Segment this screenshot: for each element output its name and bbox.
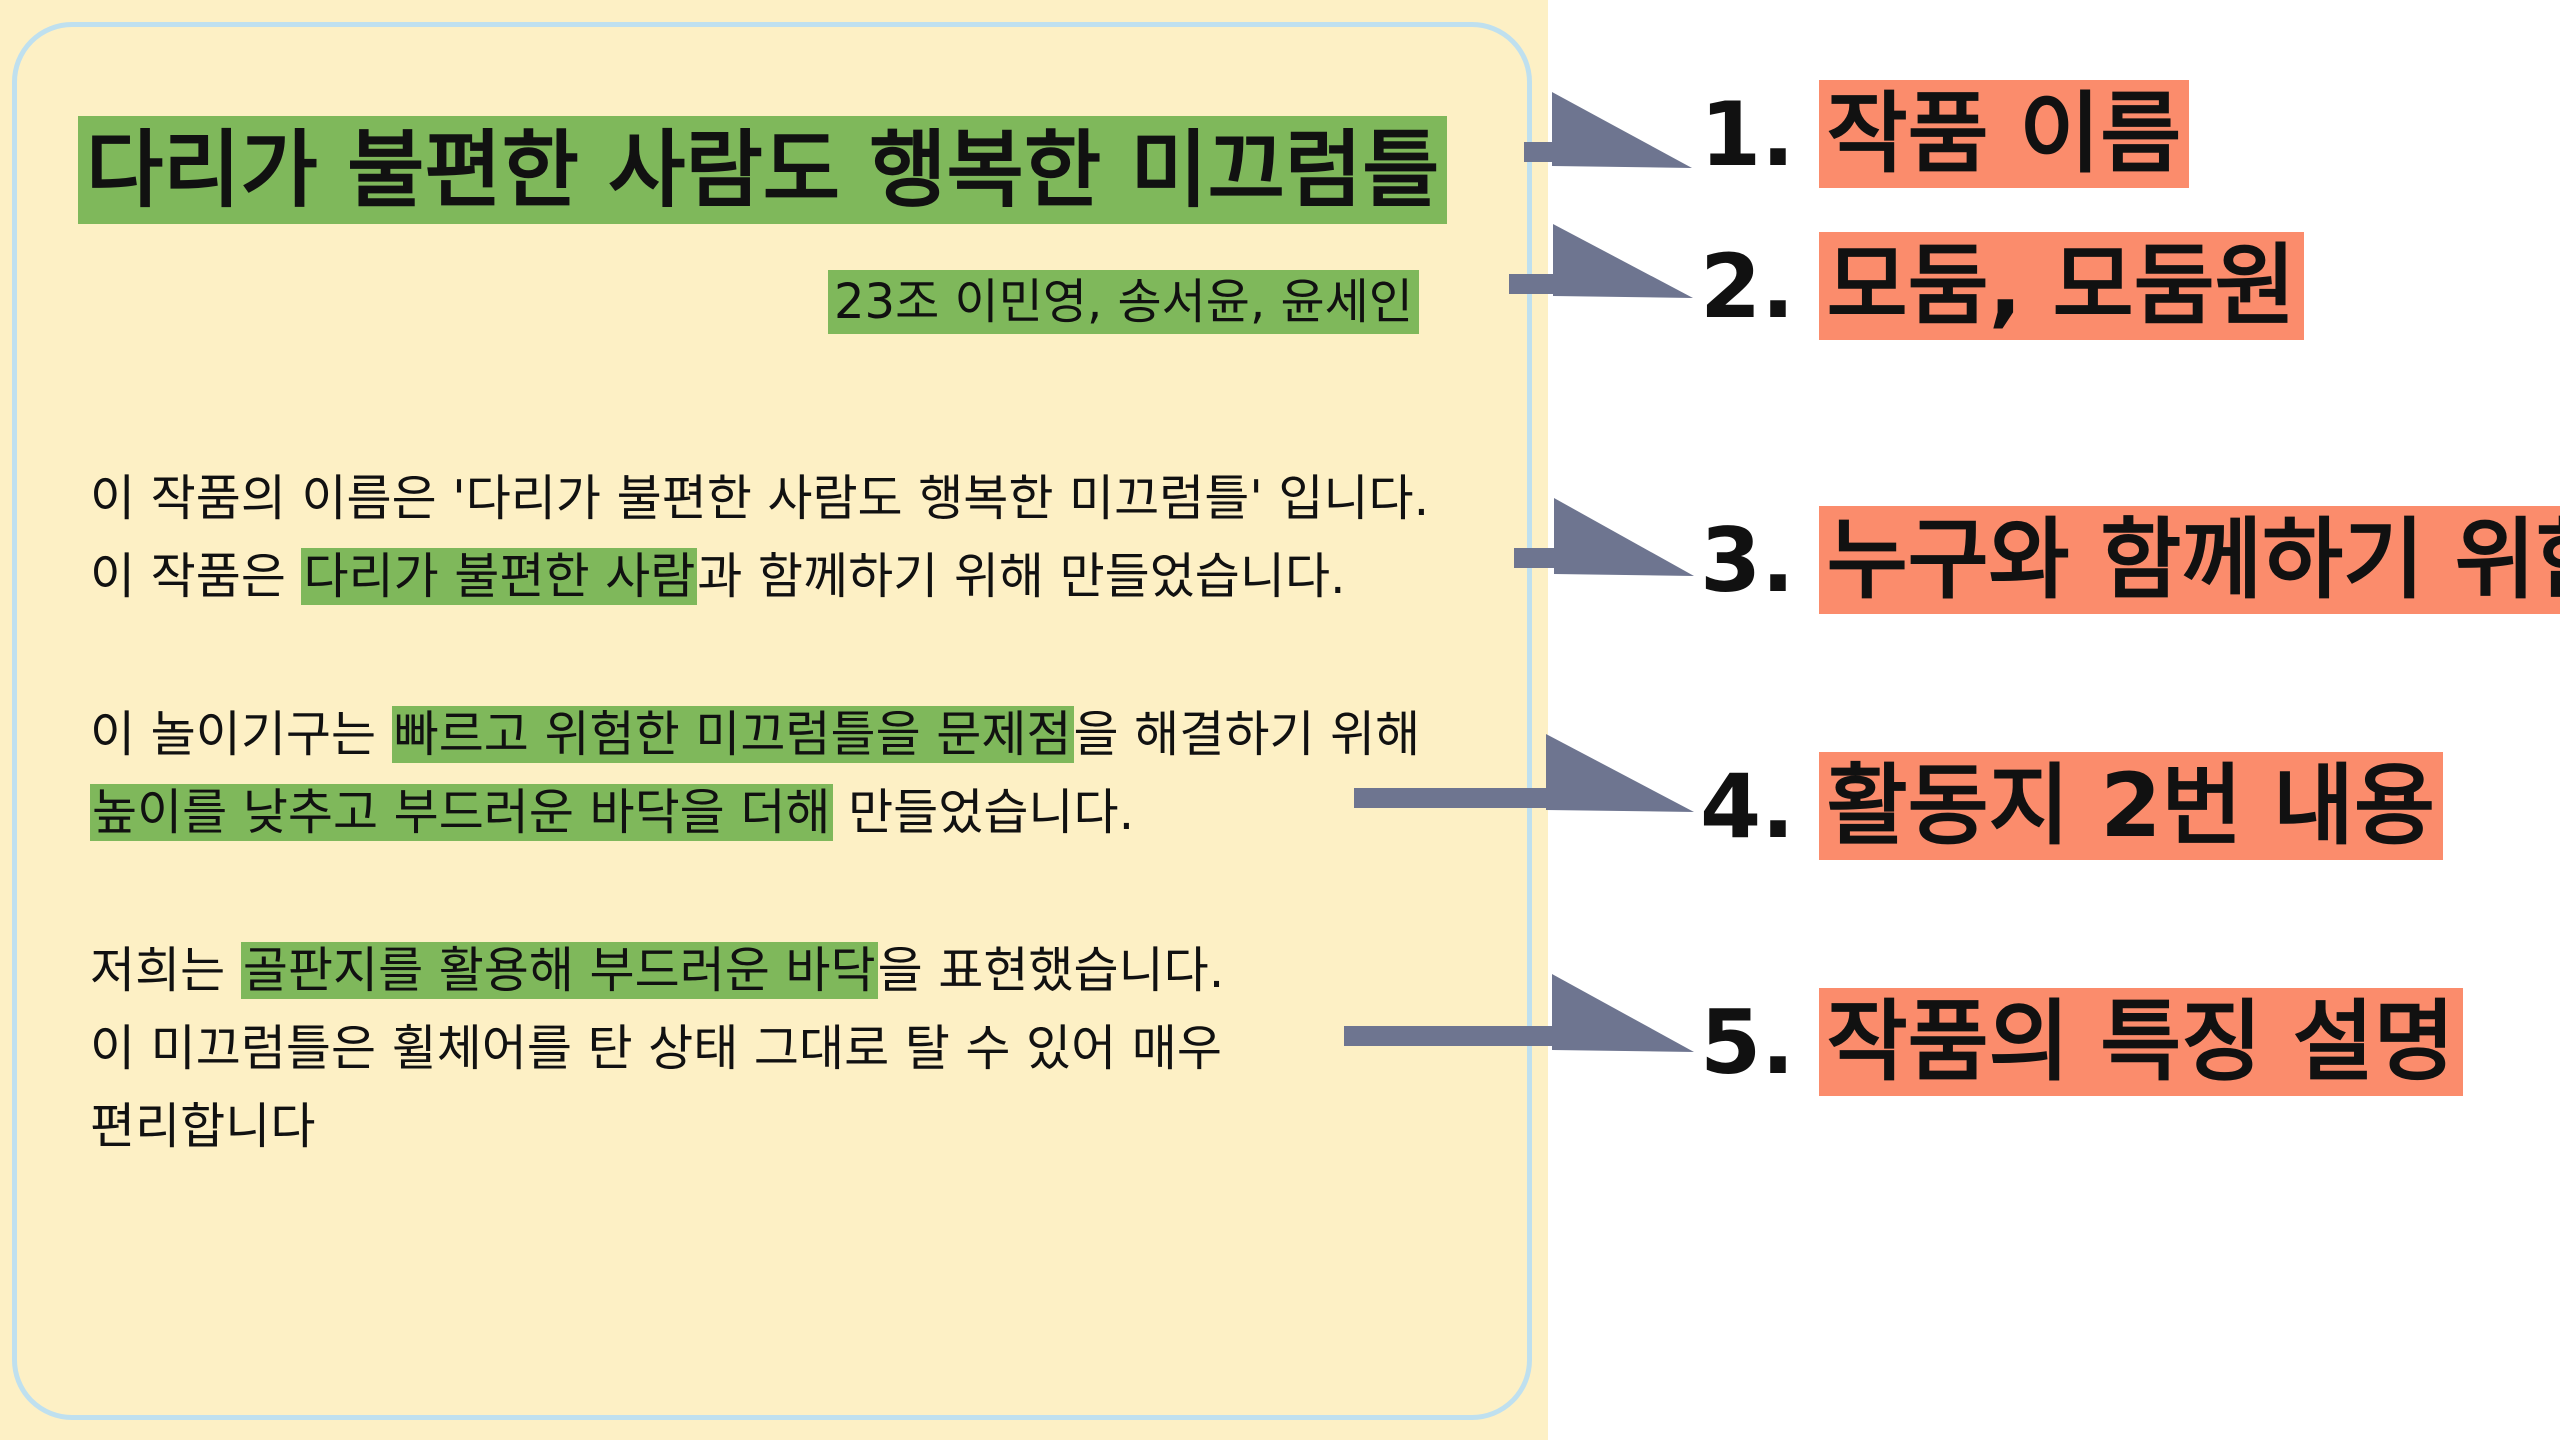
label-1: 1. 작품 이름 [1700,80,2190,188]
label-4-text: 활동지 2번 내용 [1818,752,2443,860]
label-1-text: 작품 이름 [1818,80,2190,188]
label-3-number: 3. [1700,508,1795,612]
para1-line2-post: 과 함께하기 위해 만들었습니다. [697,548,1346,605]
para2-line2-highlight: 높이를 낮추고 부드러운 바닥을 더해 [90,784,833,841]
label-1-number: 1. [1700,82,1795,186]
para3-line1: 저희는 골판지를 활용해 부드러운 바닥을 표현했습니다. [90,932,1224,1010]
para3-line1-post: 을 표현했습니다. [877,942,1225,999]
arrow-5-icon [1344,974,1694,1052]
para2-line1-pre: 이 놀이기구는 [90,706,392,763]
label-2: 2. 모둠, 모둠원 [1700,232,2304,340]
para2-line1-highlight: 빠르고 위험한 미끄럼틀을 문제점 [391,706,1074,763]
para3-line1-highlight: 골판지를 활용해 부드러운 바닥 [240,942,878,999]
arrow-1-icon [1524,92,1692,168]
label-5: 5. 작품의 특징 설명 [1700,988,2463,1096]
group-members: 23조 이민영, 송서윤, 윤세인 [828,270,1419,334]
label-4: 4. 활동지 2번 내용 [1700,752,2443,860]
para2-line2: 높이를 낮추고 부드러운 바닥을 더해 만들었습니다. [90,774,1134,852]
para1-line1: 이 작품의 이름은 '다리가 불편한 사람도 행복한 미끄럼틀' 입니다. [90,470,1430,527]
para1-line2-pre: 이 작품은 [90,548,302,605]
label-2-number: 2. [1700,234,1795,338]
para2-line2-post: 만들었습니다. [832,784,1135,841]
para1-line2-highlight: 다리가 불편한 사람 [301,548,698,605]
arrow-2-icon [1509,224,1693,298]
label-5-text: 작품의 특징 설명 [1818,988,2463,1096]
para3-line1-pre: 저희는 [90,942,241,999]
label-5-number: 5. [1700,990,1795,1094]
para3-line2: 이 미끄럼틀은 휠체어를 탄 상태 그대로 탈 수 있어 매우 [90,1020,1222,1077]
label-3: 3. 누구와 함께하기 위한 [1700,506,2560,614]
arrow-4-icon [1354,734,1694,812]
artwork-title: 다리가 불편한 사람도 행복한 미끄럼틀 [78,116,1448,224]
para2-line1-post: 을 해결하기 위해 [1073,706,1421,763]
label-3-text: 누구와 함께하기 위한 [1818,506,2560,614]
arrow-3-icon [1514,498,1694,576]
para2-line1: 이 놀이기구는 빠르고 위험한 미끄럼틀을 문제점을 해결하기 위해 [90,696,1420,774]
label-4-number: 4. [1700,754,1795,858]
para3-line3: 편리합니다 [90,1098,316,1155]
label-2-text: 모둠, 모둠원 [1818,232,2304,340]
para1-line2: 이 작품은 다리가 불편한 사람과 함께하기 위해 만들었습니다. [90,538,1346,616]
